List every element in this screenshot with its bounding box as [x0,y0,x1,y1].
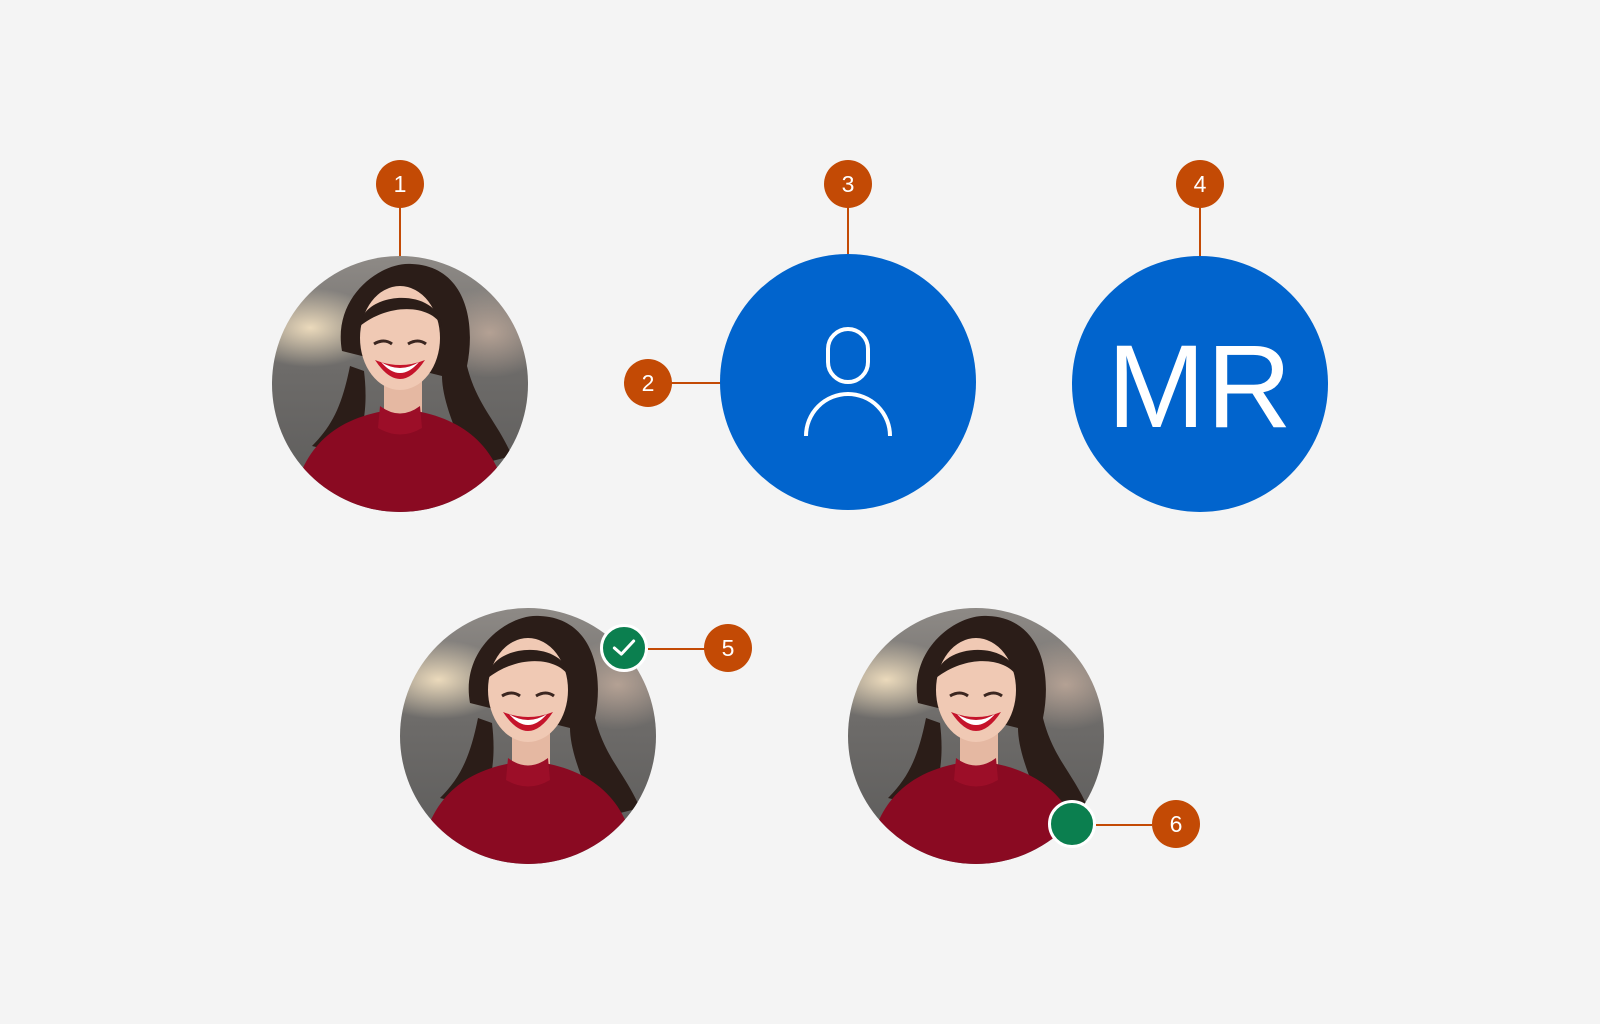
presence-dot [1048,800,1096,848]
callout-4: 4 [1176,160,1224,208]
avatar-initials: MR [1107,321,1293,453]
callout-2: 2 [624,359,672,407]
callout-3: 3 [824,160,872,208]
callout-1: 1 [376,160,424,208]
portrait-image [292,263,512,512]
callout-6: 6 [1152,800,1200,848]
person-icon [804,327,892,437]
leader-line-5 [648,648,706,650]
portrait-image [868,615,1088,864]
checkmark-badge [600,624,648,672]
photo-avatar [272,256,528,512]
portrait-image [420,615,640,864]
checkmark-icon [612,639,636,656]
icon-avatar [720,254,976,510]
photo-avatar-checked [400,608,656,864]
initials-avatar: MR [1072,256,1328,512]
leader-line-6 [1096,824,1152,826]
callout-5: 5 [704,624,752,672]
leader-line-2 [670,382,722,384]
